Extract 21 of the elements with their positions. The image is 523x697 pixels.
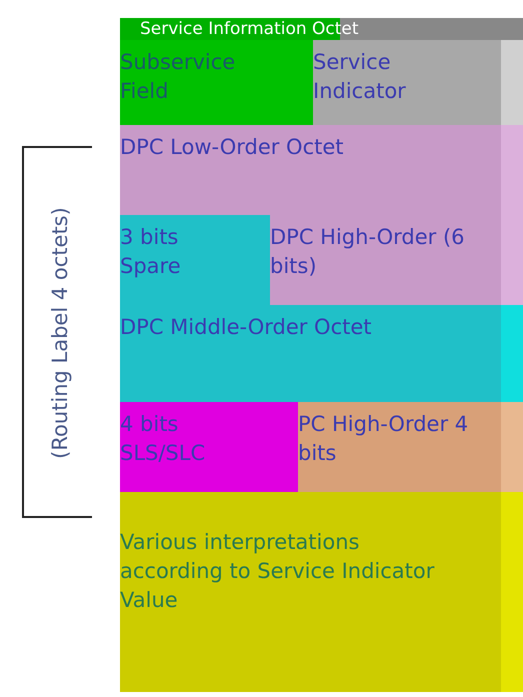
field-block bbox=[313, 40, 523, 125]
field-label: PC High-Order 4 bits bbox=[298, 411, 470, 467]
octet-heading: Service Information Octet bbox=[120, 18, 523, 40]
field-block bbox=[298, 402, 523, 492]
field-label: 4 bits SLS/SLC bbox=[120, 411, 206, 467]
field-label: DPC Low-Order Octet bbox=[120, 134, 345, 161]
field-block bbox=[120, 305, 523, 402]
field-block bbox=[120, 125, 523, 215]
field-label: 3 bits Spare bbox=[120, 224, 182, 280]
field-block bbox=[120, 215, 270, 305]
field-block bbox=[120, 40, 313, 125]
field-label: Subservice Field bbox=[120, 49, 236, 105]
octet-band bbox=[120, 18, 523, 125]
field-label: Service Indicator bbox=[313, 49, 407, 105]
bracket-label: (Routing Label 4 octets) bbox=[47, 206, 73, 461]
data-block bbox=[120, 492, 523, 692]
field-block bbox=[270, 215, 523, 305]
field-block bbox=[120, 402, 298, 492]
field-label: DPC High-Order (6 bits) bbox=[270, 224, 466, 280]
field-label: Various interpretations according to Service Indicator Value bbox=[120, 529, 436, 614]
field-label: DPC Middle-Order Octet bbox=[120, 314, 373, 341]
